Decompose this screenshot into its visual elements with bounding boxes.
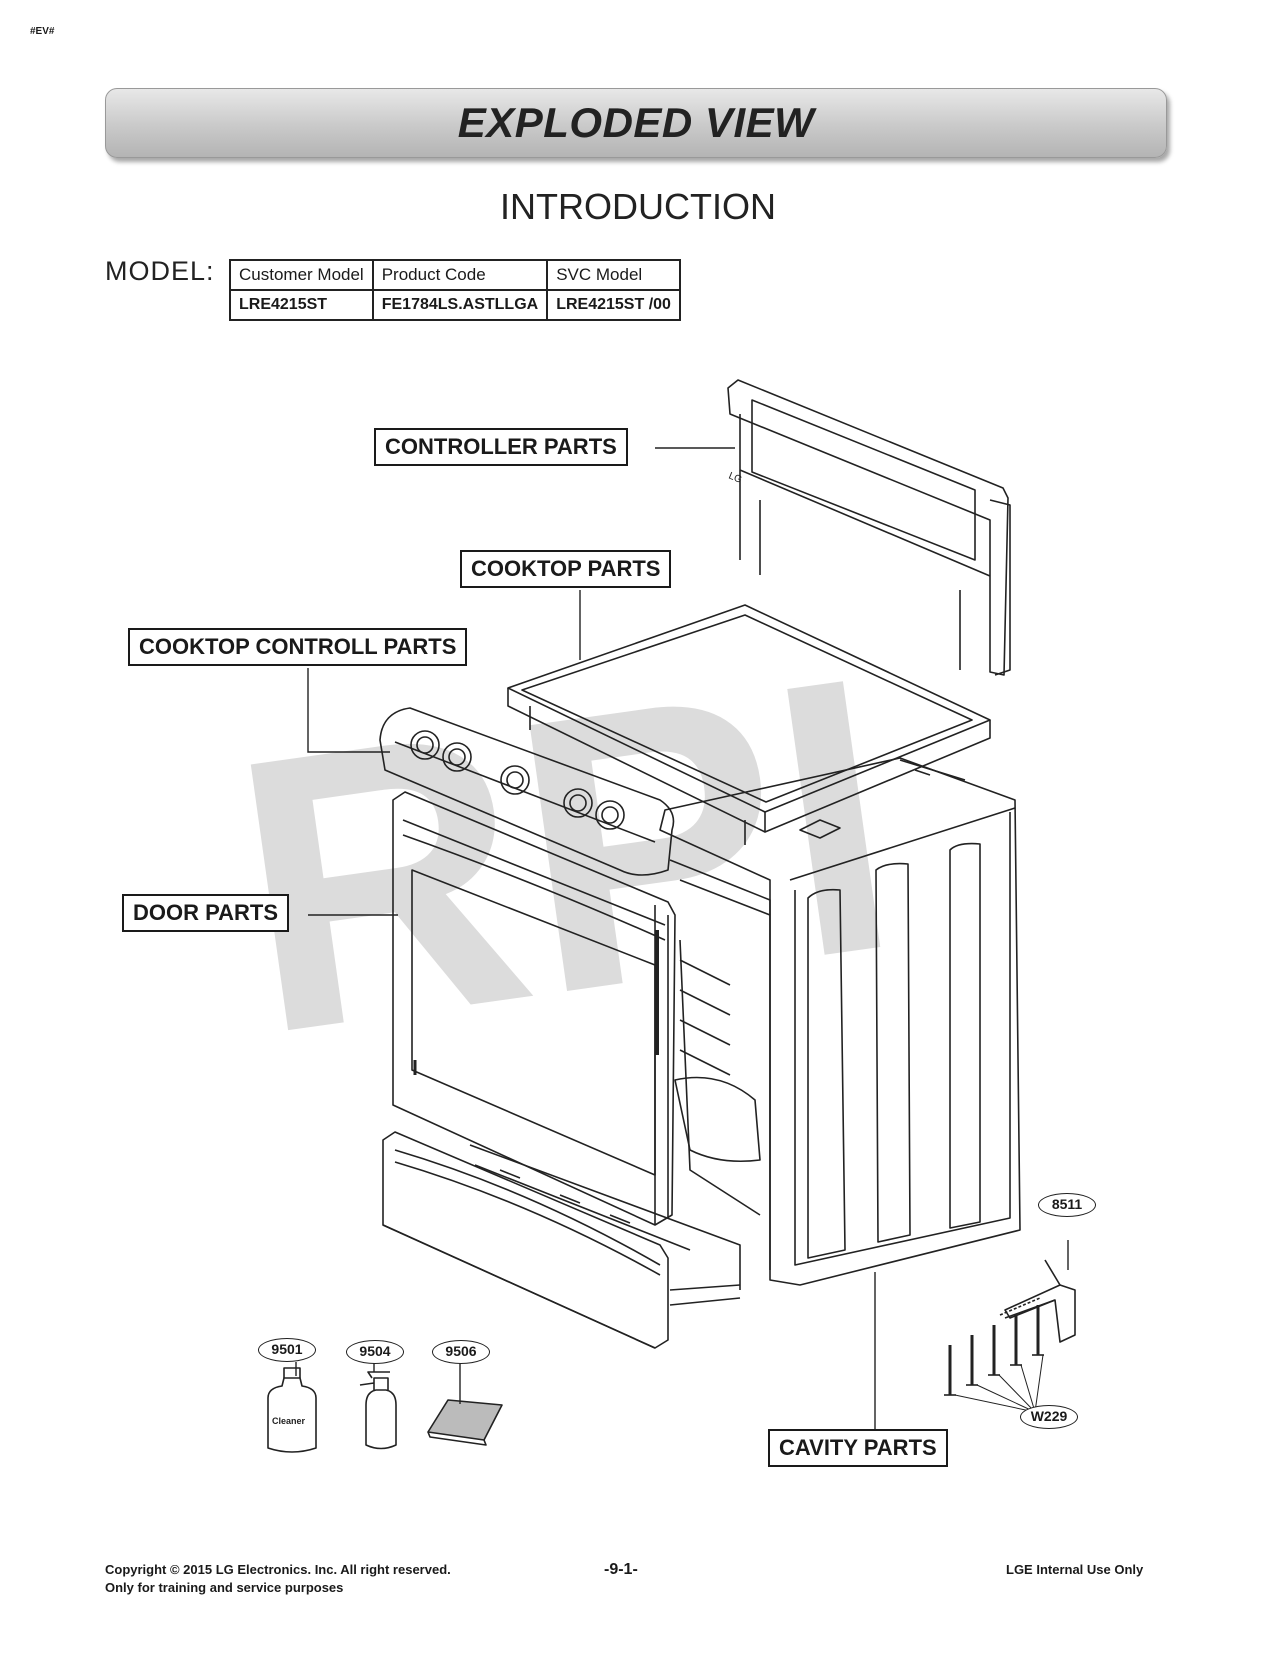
value-customer-model: LRE4215ST [229,289,374,321]
model-table-header-row: Customer Model Product Code SVC Model [229,259,681,291]
screw-set [944,1305,1044,1413]
section-title: INTRODUCTION [500,186,776,227]
value-svc-model: LRE4215ST /00 [546,289,681,321]
label-cooktop-control-parts: COOKTOP CONTROLL PARTS [128,628,468,666]
oven-door [392,791,676,1226]
page-number: -9-1- [604,1561,638,1578]
footer-internal-use: LGE Internal Use Only [1006,1562,1144,1577]
callout-w229: W229 [1020,1405,1078,1429]
scrub-pad [427,1399,503,1446]
footer-copyright: Copyright © 2015 LG Electronics. Inc. Al… [105,1562,451,1577]
header-customer-model: Customer Model [229,259,374,291]
title-banner: EXPLODED VIEW [105,88,1167,158]
cavity-body [659,757,1021,1286]
cooktop-glass [507,604,991,845]
leader-cooktop-control [307,668,390,753]
header-product-code: Product Code [371,259,549,291]
label-controller-parts: CONTROLLER PARTS [374,428,628,466]
callout-9504: 9504 [346,1340,404,1364]
warming-drawer [382,1131,741,1349]
model-table-value-row: LRE4215ST FE1784LS.ASTLLGA LRE4215ST /00 [229,289,681,321]
callout-8511: 8511 [1038,1193,1096,1217]
cleaner-label-text: Cleaner [272,1416,306,1426]
banner-title: EXPLODED VIEW [457,99,815,146]
callout-9506: 9506 [432,1340,490,1364]
cooktop-control-panel [379,707,675,876]
value-product-code: FE1784LS.ASTLLGA [371,289,549,321]
controller-backguard: LG [727,379,1011,676]
footer-training-note: Only for training and service purposes [105,1580,344,1595]
model-table: Customer Model Product Code SVC Model LR… [229,259,681,321]
header-svc-model: SVC Model [546,259,681,291]
watermark-text: RPI [213,594,917,1116]
label-door-parts: DOOR PARTS [122,894,290,932]
lg-logo-text: LG [727,471,744,486]
cleaner-bottle: Cleaner [267,1367,317,1453]
label-cavity-parts: CAVITY PARTS [768,1429,948,1467]
spray-bottle [359,1371,397,1450]
page-tag: #EV# [30,26,55,37]
label-cooktop-parts: COOKTOP PARTS [460,550,672,588]
model-label: MODEL: [105,256,215,286]
callout-9501: 9501 [258,1338,316,1362]
